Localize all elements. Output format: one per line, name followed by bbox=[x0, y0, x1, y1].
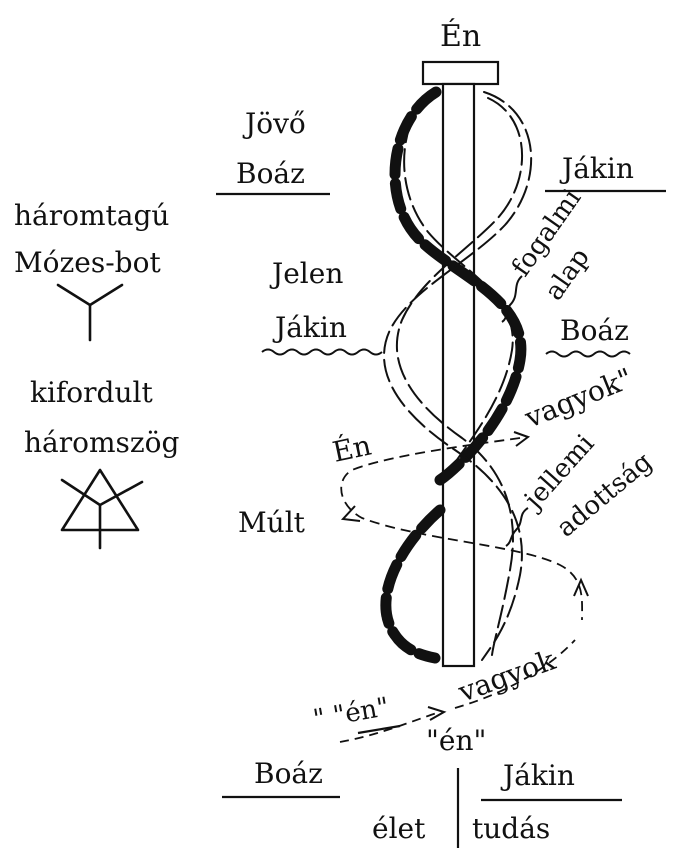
triangle-label-1: kifordult bbox=[30, 376, 153, 409]
vagyok-curve bbox=[339, 711, 441, 743]
present-left-wavy-rule bbox=[261, 348, 383, 356]
jellemi-bracket bbox=[505, 507, 529, 547]
future-left-boaz: Boáz bbox=[236, 157, 305, 190]
staff-label-2: Mózes-bot bbox=[14, 246, 161, 279]
loop-arrowhead-left bbox=[340, 505, 361, 522]
vagyok-curve-upper bbox=[454, 639, 576, 709]
loop-arrowhead-up bbox=[573, 577, 589, 597]
present-label: Jelen bbox=[269, 257, 343, 290]
vagyok-arrowhead bbox=[513, 431, 531, 447]
fogalmi-bracket bbox=[501, 275, 523, 323]
top-en-label: Én bbox=[440, 18, 481, 54]
inverted-triangle-icon bbox=[60, 468, 144, 550]
staff-label-1: háromtagú bbox=[14, 199, 169, 232]
future-label: Jövő bbox=[242, 107, 306, 140]
vagyok-quote-label: vagyok" bbox=[519, 362, 637, 435]
past-label: Múlt bbox=[238, 506, 306, 539]
helix-bold-strand bbox=[380, 86, 527, 664]
bottom-tudas: tudás bbox=[472, 812, 550, 845]
en-quoted-label: "én" bbox=[426, 724, 486, 757]
triangle-label-2: háromszög bbox=[24, 426, 179, 459]
central-rod bbox=[441, 82, 476, 668]
present-right-boaz: Boáz bbox=[560, 314, 629, 347]
bottom-left-boaz: Boáz bbox=[254, 757, 323, 790]
present-left-jakin: Jákin bbox=[272, 311, 347, 344]
bottom-elet: élet bbox=[372, 812, 426, 845]
bottom-right-jakin: Jákin bbox=[500, 759, 575, 792]
future-right-jakin: Jákin bbox=[559, 152, 634, 185]
quote-en-underline bbox=[357, 724, 401, 735]
rod-cap bbox=[421, 60, 500, 86]
vagyok-curve-arrow bbox=[427, 706, 447, 721]
present-right-wavy-rule bbox=[545, 350, 631, 358]
en-mid-label: Én bbox=[330, 429, 375, 469]
en-loop bbox=[340, 437, 584, 621]
y-staff-icon bbox=[56, 283, 124, 342]
helix-double-dashed-strand bbox=[383, 91, 533, 661]
